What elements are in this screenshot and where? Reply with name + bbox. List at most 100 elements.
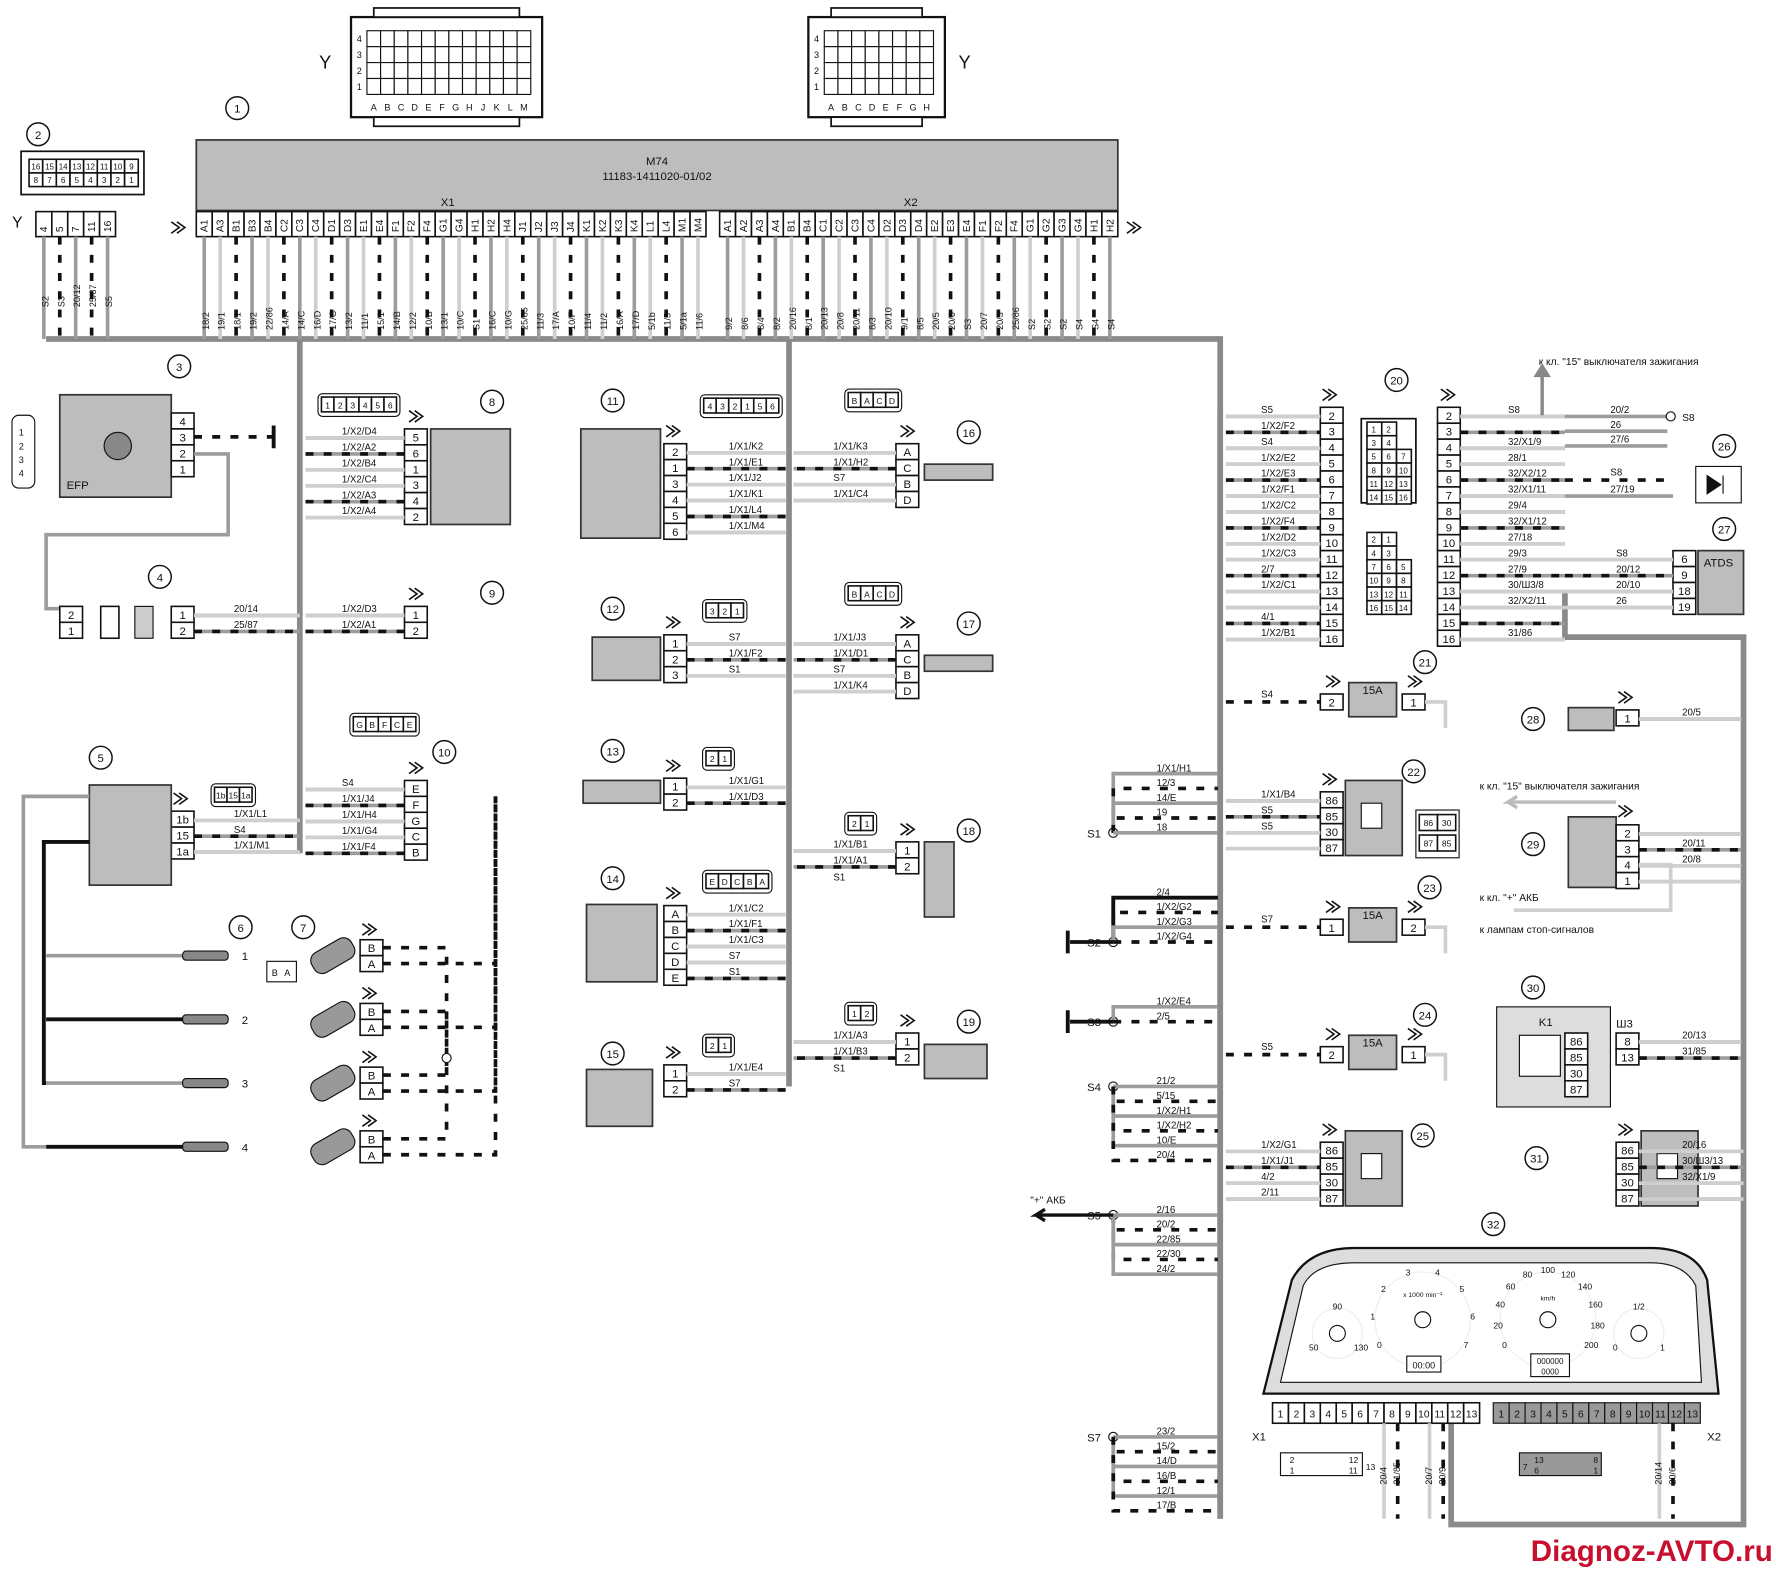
cavity-label: 2 [1372, 536, 1377, 545]
component-number-badge [600, 388, 625, 413]
fuse-rating: 15A [1363, 910, 1384, 922]
wire-label: S5 [104, 296, 114, 307]
connector-female-icon [408, 587, 425, 601]
wire-label: 21/2 [1156, 1076, 1175, 1087]
pin-label: 1 [904, 1037, 910, 1049]
ecu-wire-label: 8/6 [740, 317, 750, 330]
pin-label: 1 [179, 610, 185, 622]
pin-label: 30 [1621, 1178, 1634, 1190]
cavity-label: 1 [722, 754, 727, 764]
fuel-pump-label: EFP [67, 480, 89, 492]
component-number: 1 [234, 104, 240, 116]
cavity-label: 2 [852, 819, 857, 829]
col-label: C [398, 102, 405, 112]
pin-label: 19 [1678, 602, 1691, 614]
cluster-x2-label: X2 [1707, 1431, 1721, 1443]
ecu-pin-label: F2 [994, 220, 1005, 232]
ecu-wire-label: 25/86 [1011, 307, 1021, 330]
pin-label: 2 [1410, 923, 1416, 935]
cavity-label: 2 [865, 1009, 870, 1019]
wire-label: 26 [1610, 420, 1621, 431]
connector-female-icon [1440, 388, 1456, 402]
ecu-wire-label: 13/1 [440, 312, 450, 330]
ecu-name: M74 [646, 156, 668, 168]
col-label: D [411, 102, 418, 112]
splice-label: S7 [1087, 1432, 1101, 1444]
ecu-pin-label: H2 [486, 219, 497, 232]
cavity [502, 77, 518, 95]
ecu-pin-label: D3 [898, 219, 909, 232]
ecu-pin-label: D1 [327, 219, 338, 232]
pin-label: 1 [413, 464, 419, 476]
wire-label: S7 [729, 951, 741, 962]
gauge-tick: 1 [1660, 1342, 1665, 1352]
tacho-unit: x 1000 min⁻¹ [1403, 1292, 1443, 1299]
pin-label: A [671, 909, 679, 921]
cavity [1436, 834, 1457, 852]
cavity-label: 12 [1349, 1455, 1359, 1465]
fuse-rating: 15A [1363, 685, 1384, 697]
relay-k1-label: K1 [1539, 1017, 1553, 1029]
wire-label: 1/X2/C4 [342, 474, 378, 485]
wire-label: S1 [833, 873, 845, 884]
row-label: 3 [814, 50, 819, 60]
wire-label: 32/X1/11 [1508, 485, 1546, 496]
ecu-pin-label: H1 [1089, 219, 1100, 232]
component-number: 15 [606, 1049, 619, 1061]
connector-plug [11, 414, 36, 489]
pin-label: 18 [1678, 586, 1691, 598]
wire-label: 1/X2/A2 [342, 443, 376, 454]
cavity-label: E [407, 720, 413, 730]
pin-label: 13 [1325, 586, 1338, 598]
cavity-label: B [272, 968, 278, 978]
cluster-x2-connector-face [1518, 1452, 1602, 1477]
wire-label: S1 [729, 664, 741, 675]
wire-label: S7 [729, 633, 741, 644]
watermark-logo-text: Diagnoz-AVTO.ru [1531, 1535, 1773, 1568]
wire-label: 1/X1/A1 [833, 856, 867, 867]
cavity-label: 86 [1424, 818, 1434, 828]
cavity-label: 11 [100, 163, 109, 172]
wire [382, 796, 498, 1157]
ecu-wire-label: 19/1 [217, 312, 227, 330]
col-label: G [909, 102, 916, 112]
cavity [905, 77, 921, 95]
atds-label: ATDS [1704, 558, 1734, 570]
fuse-body [1347, 681, 1398, 718]
col-label: H [923, 102, 930, 112]
cavity-label: 1 [722, 1041, 727, 1051]
wire-label: 1/X1/B3 [833, 1047, 867, 1058]
ecu-wire-label: S1 [472, 319, 482, 330]
pin-label: 8 [1624, 1037, 1630, 1049]
wire-label: 1/X2/F4 [1261, 516, 1295, 527]
col-label: D [869, 102, 876, 112]
connector-mark-icon: Y [959, 52, 971, 72]
col-label: H [466, 102, 473, 112]
cavity-label: 11 [1399, 590, 1408, 599]
cavity [823, 46, 839, 64]
injector-icon [310, 937, 356, 975]
pin-label: 1b [176, 815, 189, 827]
cavity-label: B [852, 589, 858, 599]
cavity-label: 3 [710, 606, 715, 616]
pin-label: 1 [672, 1068, 678, 1080]
ecu-pin-label: B4 [263, 219, 274, 232]
pin-label: 6 [1578, 1410, 1584, 1421]
connector-female-icon [361, 1114, 378, 1127]
col-label: F [439, 102, 445, 112]
pin-label: 4 [413, 496, 419, 508]
ecu-pin-label: E3 [946, 219, 957, 232]
cavity [489, 30, 505, 48]
wire-label: 30/Ш3/13 [1682, 1156, 1723, 1167]
connector-female-icon [361, 1050, 378, 1064]
connector-pin [66, 210, 85, 238]
pin-label: C [903, 654, 911, 666]
ecu-pin-label: C4 [866, 219, 877, 232]
cavity-label: C [394, 720, 400, 730]
component-number-badge [1410, 1123, 1435, 1148]
pin-label: 2 [1329, 698, 1335, 710]
ecu-pin-label: B1 [787, 219, 798, 232]
wire-label: 1/X2/A1 [342, 620, 376, 631]
